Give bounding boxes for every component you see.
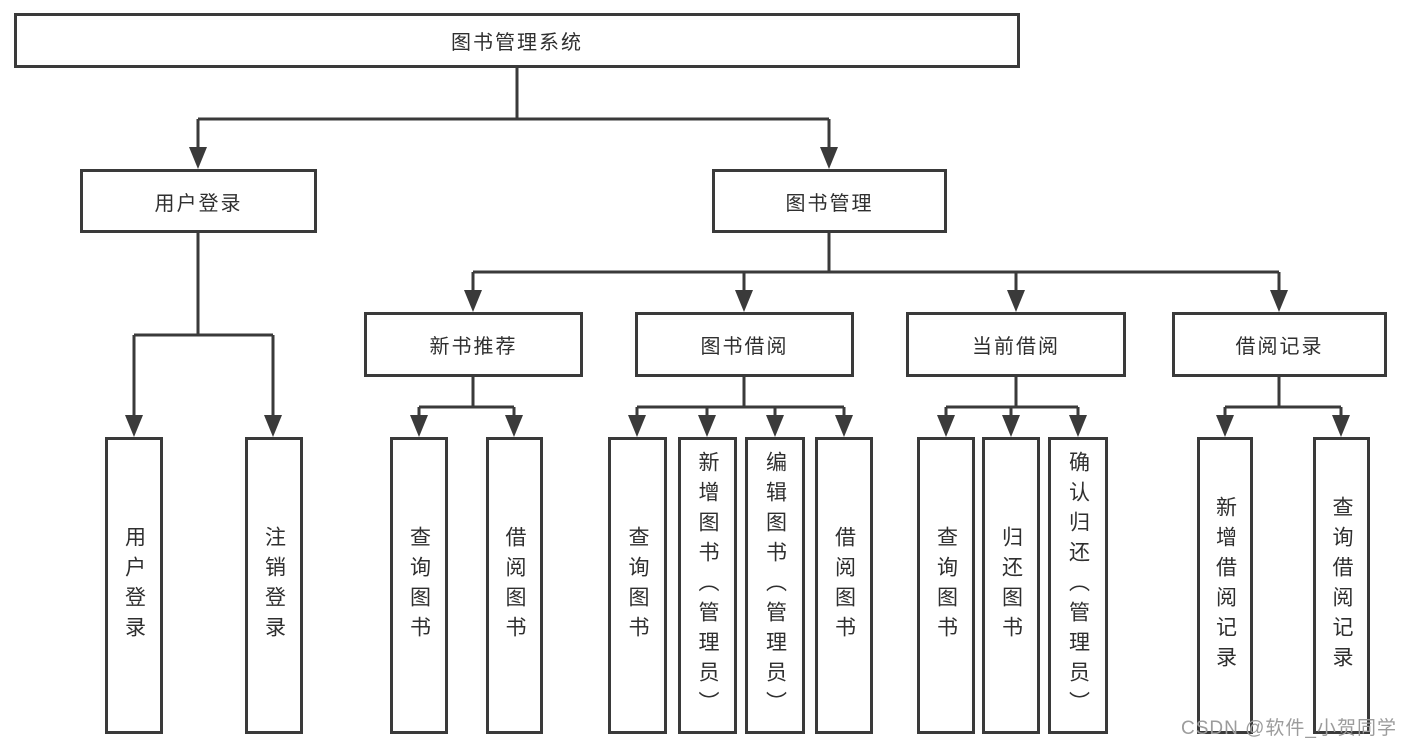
leaf-query-books-recommend: 查询图书 xyxy=(390,437,448,734)
node-new-book-recommend: 新书推荐 xyxy=(364,312,583,377)
node-borrowing-records: 借阅记录 xyxy=(1172,312,1387,377)
leaf-query-books-current: 查询图书 xyxy=(917,437,975,734)
leaf-query-borrowing-record: 查询借阅记录 xyxy=(1313,437,1370,734)
leaf-user-login: 用户登录 xyxy=(105,437,163,734)
leaf-add-borrowing-record: 新增借阅记录 xyxy=(1197,437,1253,734)
node-user-login: 用户登录 xyxy=(80,169,317,233)
node-library-management-system: 图书管理系统 xyxy=(14,13,1020,68)
csdn-watermark: CSDN @软件_小贺同学 xyxy=(1181,718,1397,739)
leaf-add-books-admin: 新增图书（管理员） xyxy=(678,437,737,734)
leaf-return-books: 归还图书 xyxy=(982,437,1040,734)
node-current-borrowing: 当前借阅 xyxy=(906,312,1126,377)
leaf-query-books-borrowing: 查询图书 xyxy=(608,437,667,734)
node-book-borrowing: 图书借阅 xyxy=(635,312,854,377)
node-book-management: 图书管理 xyxy=(712,169,947,233)
leaf-edit-books-admin: 编辑图书（管理员） xyxy=(745,437,805,734)
arrowheads xyxy=(125,147,1350,437)
leaf-logout: 注销登录 xyxy=(245,437,303,734)
leaf-borrow-books-recommend: 借阅图书 xyxy=(486,437,543,734)
leaf-confirm-return-admin: 确认归还（管理员） xyxy=(1048,437,1108,734)
leaf-borrow-books: 借阅图书 xyxy=(815,437,873,734)
